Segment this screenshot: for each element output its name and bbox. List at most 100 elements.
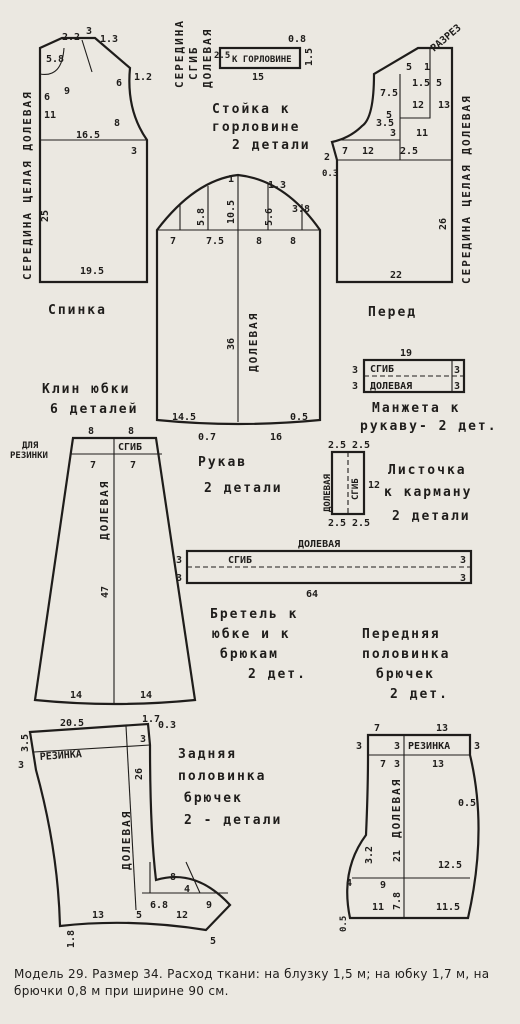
back-shorts-dim: 13 (92, 910, 104, 921)
skirt-elastic-label-2: РЕЗИНКИ (10, 451, 48, 461)
front-shorts-dim: 3 (394, 759, 400, 770)
strap-title-1: Бретель к (210, 607, 298, 622)
back-shorts-dim: 0.3 (158, 720, 176, 731)
front-dim: 11 (416, 128, 428, 139)
back-shorts-piece: РЕЗИНКА ДОЛЕВАЯ 20.5 1.7 0.3 3.5 3 3 26 … (18, 714, 282, 948)
sleeve-dim: 5.6 (264, 208, 275, 226)
back-dim: 2.2 (62, 32, 80, 43)
skirt-piece: Клин юбки 6 деталей ДЛЯ РЕЗИНКИ СГИБ ДОЛ… (10, 382, 197, 706)
front-shorts-dim: 3.2 (364, 846, 375, 864)
collar-dim: 15 (252, 72, 264, 83)
back-dim: 3 (86, 26, 92, 37)
back-shorts-dim: 3.5 (20, 734, 31, 752)
front-shorts-dim: 13 (436, 723, 448, 734)
collar-dim: 0.8 (288, 34, 306, 45)
front-dim: 0.3 (322, 169, 338, 179)
front-grain-label: СЕРЕДИНА ЦЕЛАЯ ДОЛЕВАЯ (460, 94, 473, 284)
front-dim: 7.5 (380, 88, 398, 99)
cuff-dim: 3 (454, 365, 460, 376)
strap-title-2: юбке и к (212, 627, 291, 642)
skirt-dim: 47 (100, 586, 111, 598)
sleeve-dim: 16 (270, 432, 282, 443)
cuff-grain-label: ДОЛЕВАЯ (370, 381, 412, 392)
back-shorts-title-4: 2 - детали (184, 813, 282, 828)
pocket-dim: 2.5 (352, 518, 370, 529)
sleeve-dim: 36 (226, 338, 237, 350)
front-shorts-dim: 7.8 (392, 892, 403, 910)
strap-dim: 3 (460, 573, 466, 584)
collar-title-1: Стойка к (212, 102, 291, 117)
sleeve-dim: 8 (290, 236, 296, 247)
front-dim: 1 (424, 62, 430, 73)
collar-title-2: горловине (212, 120, 300, 135)
strap-title-3: брюкам (220, 647, 279, 662)
front-piece: РАЗРЕЗ СЕРЕДИНА ЦЕЛАЯ ДОЛЕВАЯ 5 1.5 5 7.… (322, 23, 473, 320)
front-dim: 5 (386, 110, 392, 121)
strap-dim: 3 (176, 555, 182, 566)
front-cut-label: РАЗРЕЗ (429, 23, 464, 55)
front-dim: 7 (342, 146, 348, 157)
front-dim: 13 (438, 100, 450, 111)
cuff-dim: 3 (352, 365, 358, 376)
strap-grain-label: ДОЛЕВАЯ (298, 539, 340, 550)
back-grain-label: СЕРЕДИНА ЦЕЛАЯ ДОЛЕВАЯ (21, 90, 34, 280)
front-dim: 3.5 (376, 118, 394, 129)
back-dim: 8 (114, 118, 120, 129)
skirt-dim: 7 (90, 460, 96, 471)
collar-piece: СЕРЕДИНА СГИБ ДОЛЕВАЯ К ГОРЛОВИНЕ 0.8 1.… (173, 19, 315, 153)
front-shorts-title-4: 2 дет. (390, 687, 449, 702)
skirt-dim: 14 (70, 690, 82, 701)
skirt-dim: 7 (130, 460, 136, 471)
cuff-title-1: Манжета к (372, 401, 460, 416)
back-shorts-dim: 3 (18, 760, 24, 771)
sleeve-dim: 0.5 (290, 412, 308, 423)
front-shorts-dim: 4 (346, 878, 352, 889)
caption: Модель 29. Размер 34. Расход ткани: на б… (14, 967, 490, 998)
back-shorts-title-2: половинка (178, 769, 266, 784)
front-dim: 3 (390, 128, 396, 139)
sleeve-piece: ДОЛЕВАЯ 1 1.3 5.8 10.5 5.6 3.8 7 7.5 8 8… (155, 173, 322, 496)
sleeve-dim: 7 (170, 236, 176, 247)
front-dim: 22 (390, 270, 402, 281)
skirt-title-2: 6 деталей (50, 402, 138, 417)
cuff-piece: СГИБ ДОЛЕВАЯ 19 3 3 3 3 Манжета к рукаву… (352, 348, 496, 434)
back-title: Спинка (48, 303, 107, 318)
front-shorts-dim: 12.5 (438, 860, 462, 871)
front-dim: 12 (362, 146, 374, 157)
back-shorts-dim: 1.7 (142, 714, 160, 725)
back-shorts-elastic-label: РЕЗИНКА (39, 749, 82, 763)
pocket-piece: ДОЛЕВАЯ СГИБ 2.5 2.5 12 2.5 2.5 Листочка… (323, 440, 470, 529)
collar-side-text: ДОЛЕВАЯ (201, 28, 214, 88)
back-dim: 16.5 (76, 130, 100, 141)
pocket-dim: 2.5 (328, 440, 346, 451)
back-dim: 1.2 (134, 72, 152, 83)
back-shorts-dim: 5 (136, 910, 142, 921)
skirt-elastic-label-1: ДЛЯ (22, 441, 39, 451)
front-dim: 1.5 (412, 78, 430, 89)
sleeve-title-1: Рукав (198, 455, 247, 470)
cuff-fold-label: СГИБ (370, 364, 394, 375)
cuff-dim: 3 (454, 381, 460, 392)
front-dim: 5 (406, 62, 412, 73)
cuff-dim: 19 (400, 348, 412, 359)
cuff-dim: 3 (352, 381, 358, 392)
pocket-fold-label: СГИБ (351, 478, 361, 500)
sleeve-dim: 8 (256, 236, 262, 247)
collar-side-text: СЕРЕДИНА (173, 19, 186, 88)
back-shorts-dim: 8 (170, 872, 176, 883)
back-shorts-dim: 26 (134, 768, 145, 780)
front-shorts-grain-label: ДОЛЕВАЯ (390, 778, 403, 838)
skirt-fold-label: СГИБ (118, 442, 142, 453)
back-shorts-title-1: Задняя (178, 747, 237, 762)
back-dim: 11 (44, 110, 56, 121)
back-shorts-grain-label: ДОЛЕВАЯ (120, 810, 133, 870)
back-shorts-dim: 20.5 (60, 718, 84, 729)
back-shorts-dim: 12 (176, 910, 188, 921)
front-shorts-dim: 11 (372, 902, 384, 913)
pocket-grain-label: ДОЛЕВАЯ (323, 473, 333, 512)
front-dim: 2.5 (400, 146, 418, 157)
front-shorts-title-1: Передняя (362, 627, 441, 642)
sleeve-dim: 1 (228, 174, 234, 185)
strap-dim: 3 (460, 555, 466, 566)
collar-side-text: СГИБ (187, 46, 200, 81)
